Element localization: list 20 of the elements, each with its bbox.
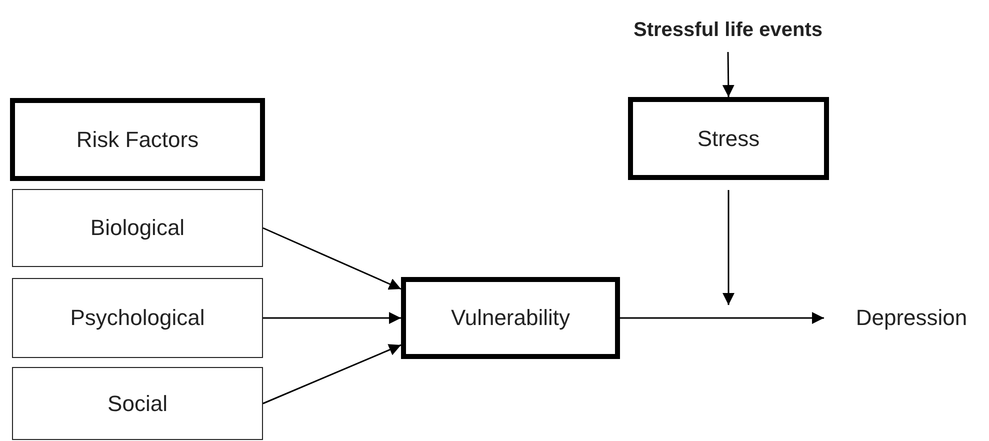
box	[628, 97, 829, 180]
box-label: Psychological	[70, 305, 205, 331]
factor-box	[12, 278, 263, 358]
box-label: Vulnerability	[450, 305, 570, 331]
arrow	[262, 227, 402, 290]
arrow	[620, 312, 824, 324]
arrow	[262, 344, 402, 404]
box	[401, 277, 620, 359]
box-label: Biological	[90, 215, 185, 241]
box-label: Social	[108, 390, 168, 416]
node-label: Depression	[856, 305, 968, 331]
arrow	[722, 52, 734, 97]
box-label: Risk Factors	[76, 126, 199, 152]
box	[10, 98, 265, 181]
node-label: Stressful life events	[634, 18, 822, 42]
factor-box	[12, 189, 263, 267]
box-label: Stress	[697, 126, 760, 152]
arrow	[263, 312, 401, 324]
arrow	[722, 190, 734, 305]
factor-box	[12, 367, 263, 440]
